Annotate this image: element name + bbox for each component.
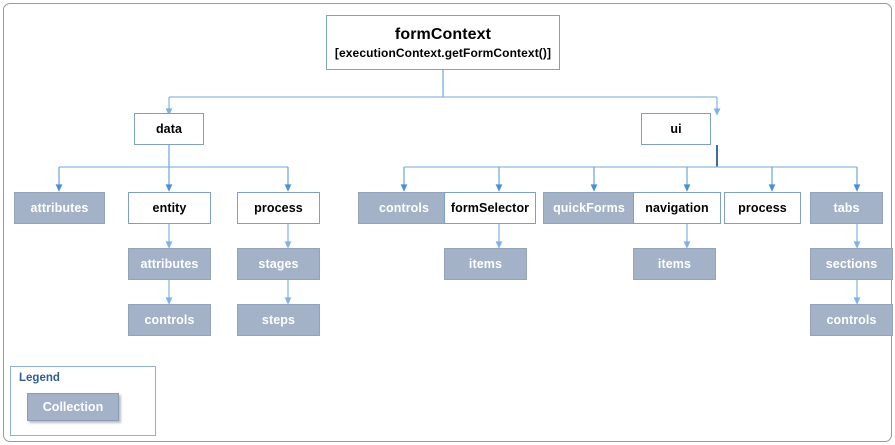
node-ui[interactable]: ui bbox=[641, 113, 711, 145]
node-ui-formselector[interactable]: formSelector bbox=[444, 192, 536, 224]
node-data-attributes[interactable]: attributes bbox=[14, 192, 105, 224]
node-data-attributes-label: attributes bbox=[30, 200, 89, 215]
node-ui-tabs[interactable]: tabs bbox=[810, 192, 883, 224]
node-process-stages[interactable]: stages bbox=[237, 248, 320, 280]
node-navigation-items-label: items bbox=[657, 256, 692, 271]
root-title: formContext bbox=[394, 25, 492, 43]
node-tabs-sections[interactable]: sections bbox=[810, 248, 893, 280]
node-data[interactable]: data bbox=[134, 113, 204, 145]
node-ui-formselector-label: formSelector bbox=[450, 200, 530, 215]
legend-collection-swatch: Collection bbox=[27, 393, 119, 421]
node-navigation-items[interactable]: items bbox=[633, 248, 716, 280]
node-ui-controls[interactable]: controls bbox=[358, 192, 450, 224]
node-tabs-sections-label: sections bbox=[825, 256, 878, 271]
node-formcontext-root[interactable]: formContext [executionContext.getFormCon… bbox=[326, 15, 560, 70]
legend-title: Legend bbox=[19, 372, 60, 384]
node-ui-process[interactable]: process bbox=[724, 192, 801, 224]
node-data-label: data bbox=[155, 121, 183, 136]
root-subtitle: [executionContext.getFormContext()] bbox=[334, 45, 552, 60]
node-formselector-items-label: items bbox=[468, 256, 503, 271]
node-data-entity[interactable]: entity bbox=[128, 192, 211, 224]
node-ui-controls-label: controls bbox=[378, 200, 430, 215]
node-data-entity-label: entity bbox=[152, 200, 187, 215]
node-ui-tabs-label: tabs bbox=[833, 200, 860, 215]
node-process-steps-label: steps bbox=[261, 312, 296, 327]
legend-box: Legend Collection bbox=[10, 366, 156, 436]
node-data-process[interactable]: process bbox=[237, 192, 320, 224]
node-tabs-controls-label: controls bbox=[826, 312, 877, 327]
node-ui-label: ui bbox=[670, 121, 682, 136]
node-ui-quickforms[interactable]: quickForms bbox=[543, 192, 635, 224]
node-data-process-label: process bbox=[254, 200, 303, 215]
legend-collection-label: Collection bbox=[42, 400, 104, 414]
node-formselector-items[interactable]: items bbox=[444, 248, 527, 280]
node-entity-attributes-label: attributes bbox=[140, 256, 199, 271]
node-entity-controls[interactable]: controls bbox=[128, 304, 211, 336]
node-ui-quickforms-label: quickForms bbox=[553, 200, 625, 215]
node-tabs-controls[interactable]: controls bbox=[810, 304, 893, 336]
node-ui-navigation[interactable]: navigation bbox=[633, 192, 721, 224]
node-process-stages-label: stages bbox=[258, 256, 299, 271]
node-entity-controls-label: controls bbox=[144, 312, 195, 327]
node-process-steps[interactable]: steps bbox=[237, 304, 320, 336]
node-entity-attributes[interactable]: attributes bbox=[128, 248, 211, 280]
node-ui-process-label: process bbox=[738, 200, 787, 215]
node-ui-navigation-label: navigation bbox=[645, 200, 709, 215]
